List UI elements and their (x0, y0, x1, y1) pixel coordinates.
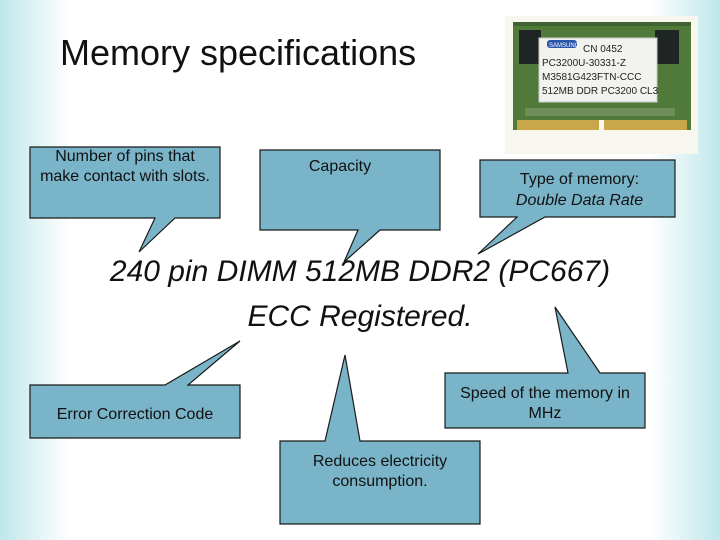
ram-module-image: SAMSUNG CN 0452 PC3200U-30331-Z M3581G42… (505, 16, 698, 154)
callout-speed-shape (444, 306, 646, 429)
brand-text: SAMSUNG (549, 43, 580, 49)
slide-title: Memory specifications (60, 32, 417, 73)
spec-line1: 240 pin DIMM 512MB DDR2 (PC667) (109, 255, 611, 288)
callout-type-line2: Double Data Rate (515, 192, 644, 209)
label-line3: M3581G423FTN-CCC (542, 72, 641, 83)
spec-line2: ECC Registered. (247, 300, 473, 333)
callout-type-line1: Type of memory: (519, 171, 640, 188)
label-line2: PC3200U-30331-Z (542, 58, 626, 69)
callout-pins-text: Number of pins that make contact with sl… (40, 148, 210, 185)
callout-registered-shape (279, 354, 481, 525)
module-label (538, 37, 658, 103)
callout-ecc-text: Error Correction Code (56, 406, 214, 423)
label-line1: CN 0452 (583, 44, 623, 55)
callout-registered-text: Reduces electricity consumption. (312, 453, 448, 490)
callout-pins-shape (29, 146, 221, 253)
callout-capacity-shape (259, 149, 441, 263)
callout-speed-text: Speed of the memory in MHz (460, 385, 630, 422)
callout-ecc-shape (29, 340, 241, 439)
callout-capacity-text: Capacity (308, 158, 372, 175)
callout-type-shape (477, 159, 676, 255)
ram-module-photo: SAMSUNG CN 0452 PC3200U-30331-Z M3581G42… (505, 16, 698, 154)
label-line4: 512MB DDR PC3200 CL3 (542, 86, 659, 97)
